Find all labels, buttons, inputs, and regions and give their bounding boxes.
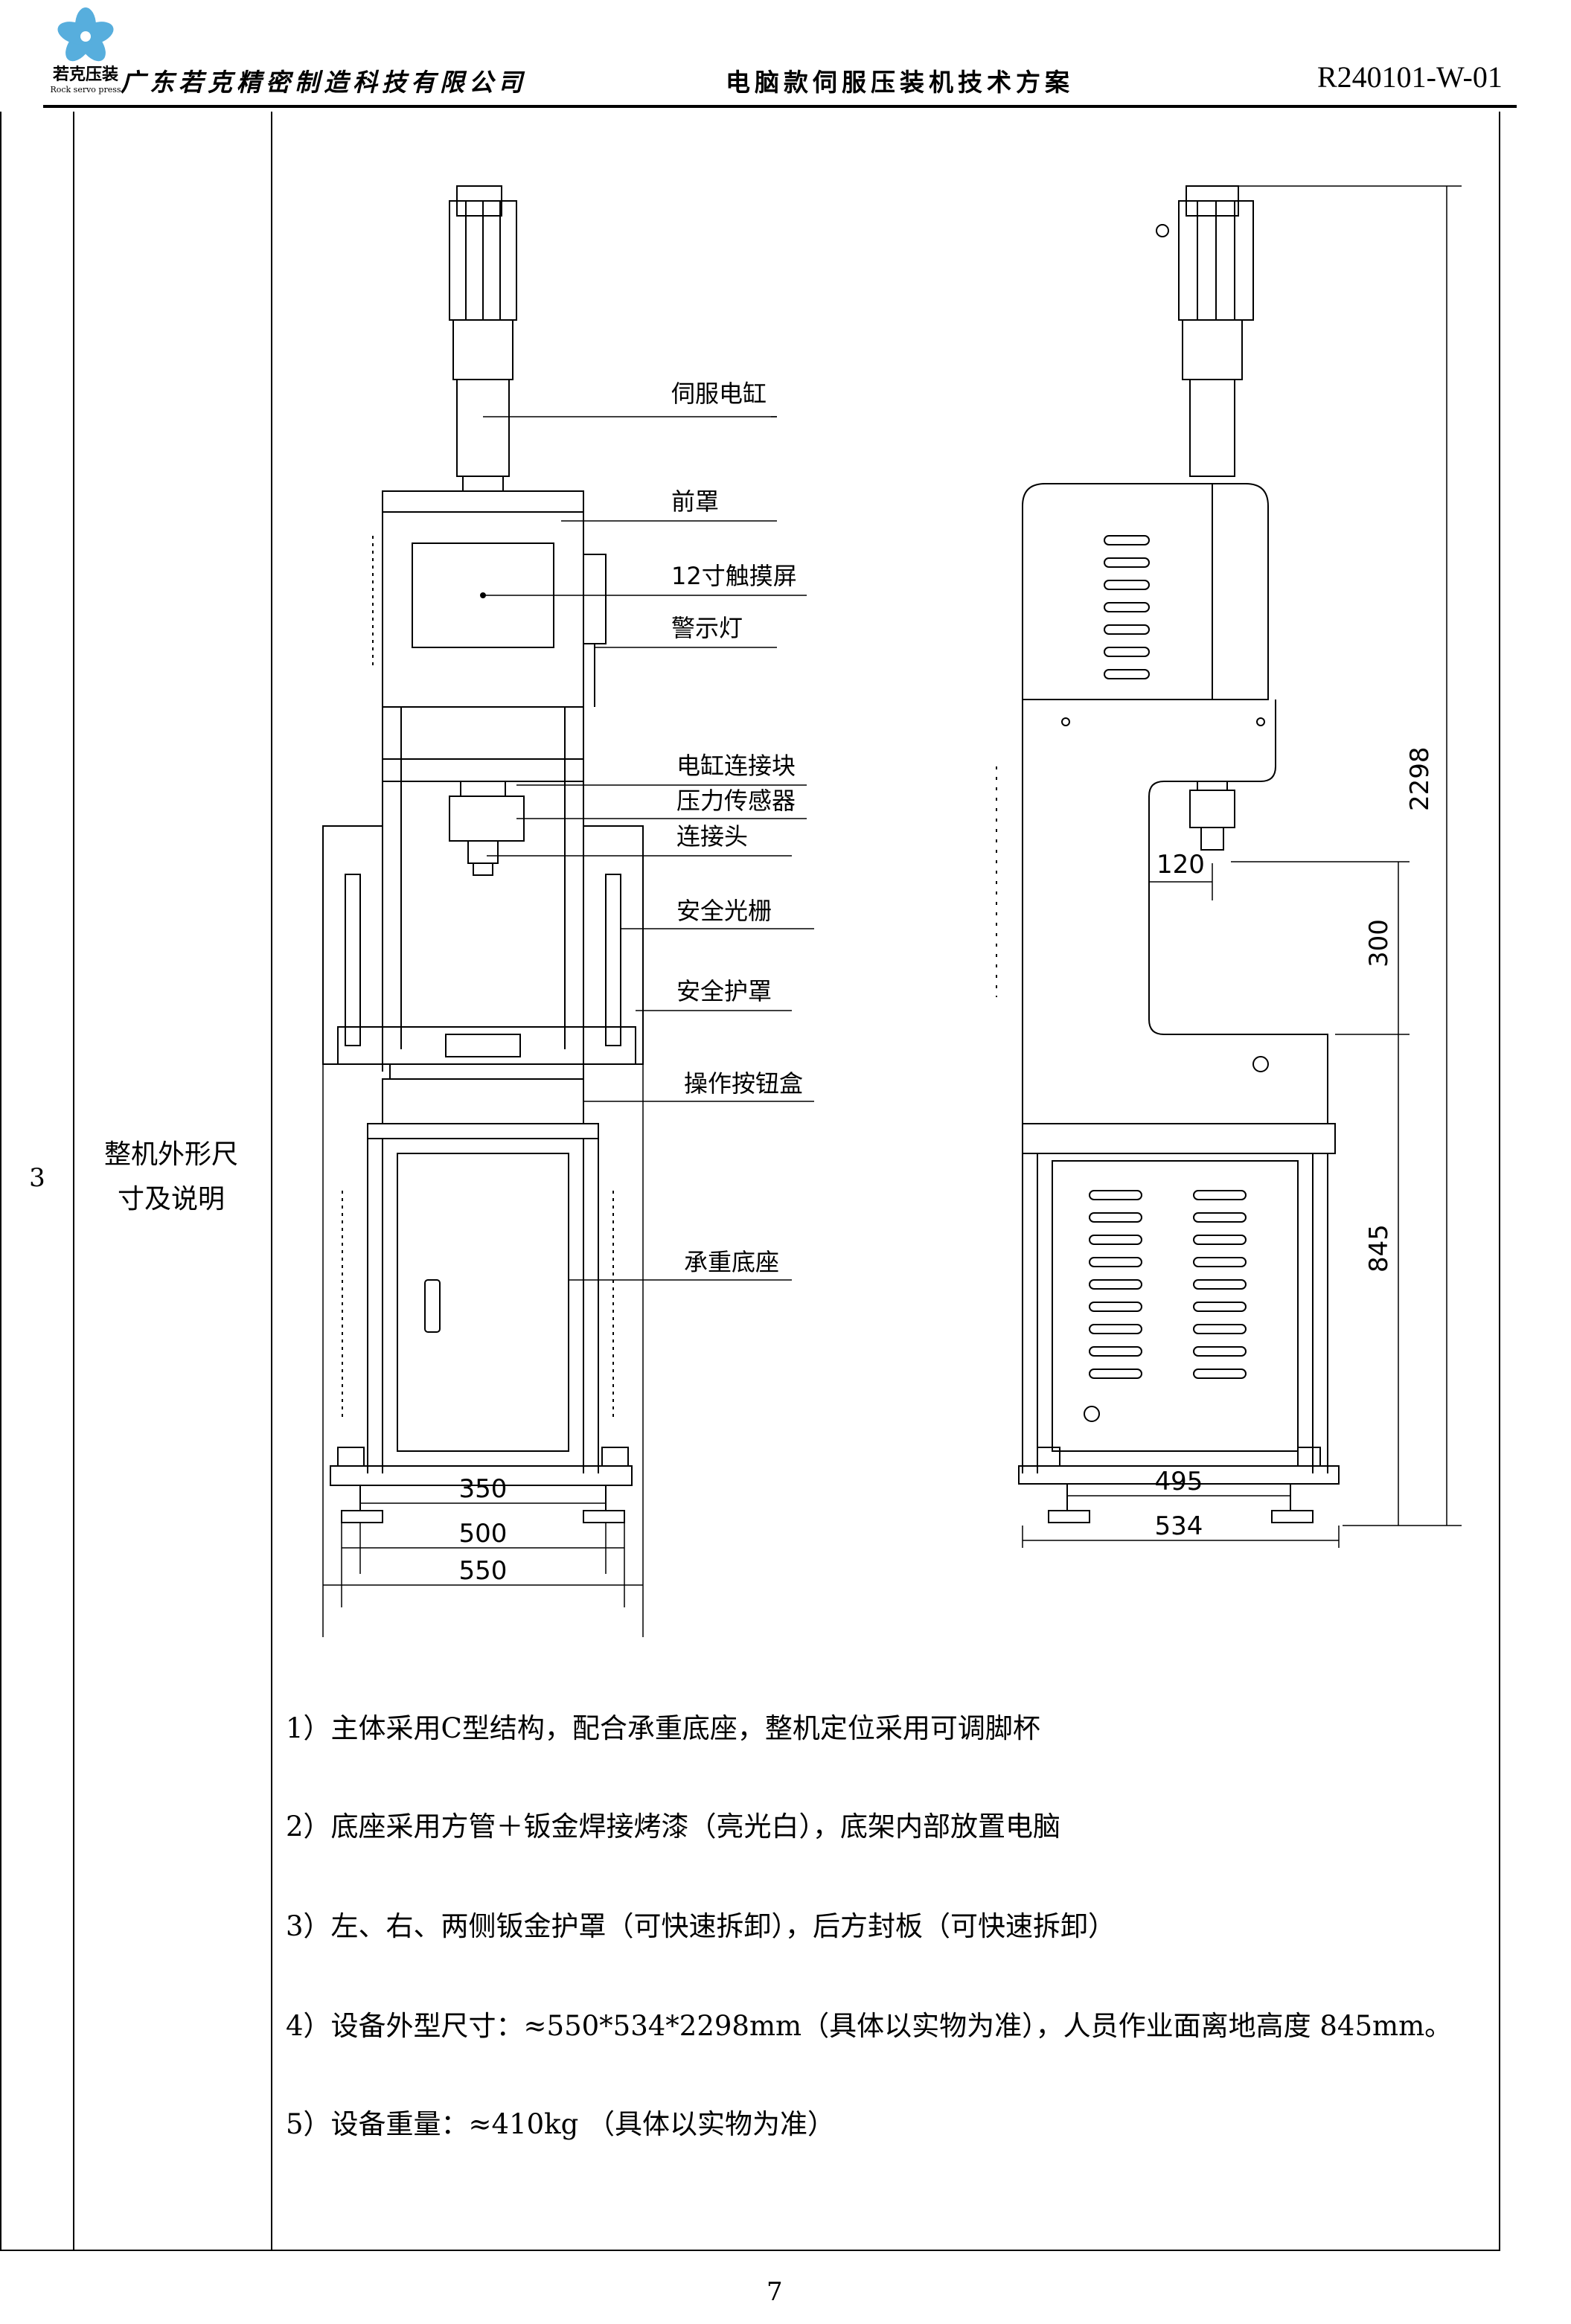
callout-servo-cylinder: 伺服电缸 [671,380,767,408]
front-view: 350 500 550 [322,185,644,1645]
machine-drawing: 350 500 550 伺服电缸 前罩 12寸触摸屏 警示灯 电缸连接块 压力传… [271,156,1499,1645]
dim-534: 534 [1155,1511,1203,1541]
callout-connector: 连接头 [676,822,748,851]
side-vent-slots-base [1089,1190,1247,1379]
servo-motor-front [449,185,517,492]
button-box-outline [382,1078,584,1124]
callout-light-curtain: 安全光栅 [676,897,772,925]
document-title: 电脑款伺服压装机技术方案 [726,68,1074,97]
logo-text: 若克压装 [53,65,118,84]
row-number: 3 [29,1163,45,1193]
row-title-line-1: 整机外形尺 [103,1139,238,1170]
callout-front-cover: 前罩 [671,487,719,516]
dim-350: 350 [459,1474,508,1504]
note-5: 5）设备重量：≈410kg （具体以实物为准） [286,2108,836,2140]
row-title: 整机外形尺 寸及说明 [82,1133,260,1222]
callout-safety-guard: 安全护罩 [676,977,772,1005]
table-col-divider-1 [73,112,74,2251]
dim-550: 550 [459,1556,508,1586]
table-border-bottom [0,2250,1500,2251]
dim-120: 120 [1156,850,1205,880]
front-frame [382,707,584,1072]
table-col-divider-2 [271,112,272,2251]
logo-subtext: Rock servo press [50,85,121,95]
note-4: 4）设备外型尺寸：≈550*534*2298mm（具体以实物为准），人员作业面离… [286,2010,1453,2042]
side-view: 2298 120 300 845 495 534 [996,185,1462,1548]
callout-cylinder-block: 电缸连接块 [676,752,796,780]
note-3: 3）左、右、两侧钣金护罩（可快速拆卸），后方封板（可快速拆卸） [286,1910,1116,1942]
company-logo: 若克压装 Rock servo press [30,3,141,98]
callout-pressure-sensor: 压力传感器 [676,787,796,815]
note-2: 2）底座采用方管＋钣金焊接烤漆（亮光白），底架内部放置电脑 [286,1811,1061,1843]
callout-leaders [483,416,814,1281]
dim-300: 300 [1364,919,1394,967]
logo-flower-icon: 若克压装 Rock servo press [50,7,121,95]
company-name: 广东若克精密制造科技有限公司 [121,68,527,97]
note-1: 1）主体采用C型结构，配合承重底座，整机定位采用可调脚杯 [286,1712,1040,1744]
document-code: R240101-W-01 [1317,60,1503,94]
front-dimensions [322,1064,644,1645]
dim-500: 500 [459,1519,508,1549]
support-base-front [330,1123,633,1523]
callout-support-base: 承重底座 [684,1248,779,1276]
dim-2298: 2298 [1405,746,1435,811]
dim-845: 845 [1364,1224,1394,1273]
safety-guards-front [322,825,644,1080]
support-base-side [1018,1123,1340,1523]
c-frame [1022,700,1328,1124]
dim-495: 495 [1155,1467,1203,1496]
header-divider [43,105,1517,108]
side-cover [1022,483,1213,700]
servo-motor-side [1156,185,1254,477]
callout-warning-light: 警示灯 [671,614,743,642]
side-dimensions [1022,185,1462,1548]
table-border-right [1499,112,1500,2251]
side-vent-slots-top [1104,535,1150,679]
row-title-line-2: 寸及说明 [117,1184,225,1214]
front-cover [372,490,607,708]
callout-touch-screen: 12寸触摸屏 [671,562,797,590]
table-border-left [0,112,1,2251]
callout-button-box: 操作按钮盒 [684,1069,803,1098]
page-header: 若克压装 Rock servo press 广东若克精密制造科技有限公司 电脑款… [0,0,1571,112]
page-number: 7 [767,2277,783,2307]
